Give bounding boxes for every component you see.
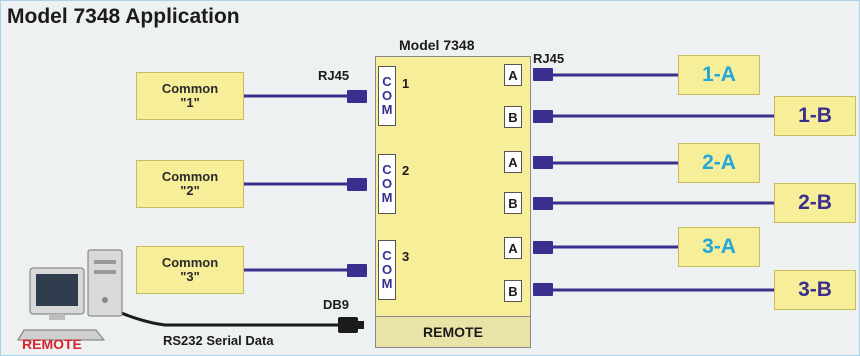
dest-box-3b: 3-B bbox=[774, 270, 856, 310]
channel-number-3: 3 bbox=[402, 249, 410, 264]
rj45-label-left: RJ45 bbox=[318, 68, 350, 83]
db9-label: DB9 bbox=[323, 297, 350, 312]
dest-box-3a: 3-A bbox=[678, 227, 760, 267]
port-3b: B bbox=[504, 280, 522, 302]
common-box-1: Common "1" bbox=[136, 72, 244, 120]
port-1a: A bbox=[504, 64, 522, 86]
pc-remote-label: REMOTE bbox=[22, 336, 82, 352]
port-3a: A bbox=[504, 237, 522, 259]
common-1-label: Common bbox=[161, 81, 219, 96]
common-3-label: Common bbox=[161, 255, 219, 270]
common-1-sub: "1" bbox=[180, 95, 200, 110]
computer-icon bbox=[17, 249, 123, 341]
serial-label: RS232 Serial Data bbox=[163, 333, 274, 348]
rj45-plugs-right bbox=[533, 68, 553, 296]
com-letter: O bbox=[381, 176, 393, 191]
com-letter: C bbox=[382, 162, 392, 177]
dest-box-1a: 1-A bbox=[678, 55, 760, 95]
device-title: Model 7348 bbox=[399, 37, 475, 53]
com-port-1: C O M bbox=[378, 66, 396, 126]
common-2-label: Common bbox=[161, 169, 219, 184]
channel-number-1: 1 bbox=[402, 76, 410, 91]
com-letter: C bbox=[382, 74, 392, 89]
com-port-3: C O M bbox=[378, 240, 396, 300]
com-letter: M bbox=[381, 190, 393, 205]
device-remote-label: REMOTE bbox=[376, 316, 530, 347]
com-letter: M bbox=[381, 102, 393, 117]
serial-cable bbox=[99, 303, 338, 327]
dest-box-2b: 2-B bbox=[774, 183, 856, 223]
rj45-plugs-left bbox=[347, 90, 367, 277]
com-letter: O bbox=[381, 88, 393, 103]
com-letter: M bbox=[381, 276, 393, 291]
dest-box-2a: 2-A bbox=[678, 143, 760, 183]
com-port-2: C O M bbox=[378, 154, 396, 214]
common-box-2: Common "2" bbox=[136, 160, 244, 208]
common-2-sub: "2" bbox=[180, 183, 200, 198]
channel-number-2: 2 bbox=[402, 163, 410, 178]
port-2b: B bbox=[504, 192, 522, 214]
diagram-title: Model 7348 Application bbox=[7, 5, 240, 28]
rj45-label-right: RJ45 bbox=[533, 51, 565, 66]
common-3-sub: "3" bbox=[180, 269, 200, 284]
port-1b: B bbox=[504, 106, 522, 128]
com-letter: C bbox=[382, 248, 392, 263]
common-box-3: Common "3" bbox=[136, 246, 244, 294]
port-2a: A bbox=[504, 151, 522, 173]
db9-connector bbox=[338, 317, 358, 333]
dest-box-1b: 1-B bbox=[774, 96, 856, 136]
com-letter: O bbox=[381, 262, 393, 277]
